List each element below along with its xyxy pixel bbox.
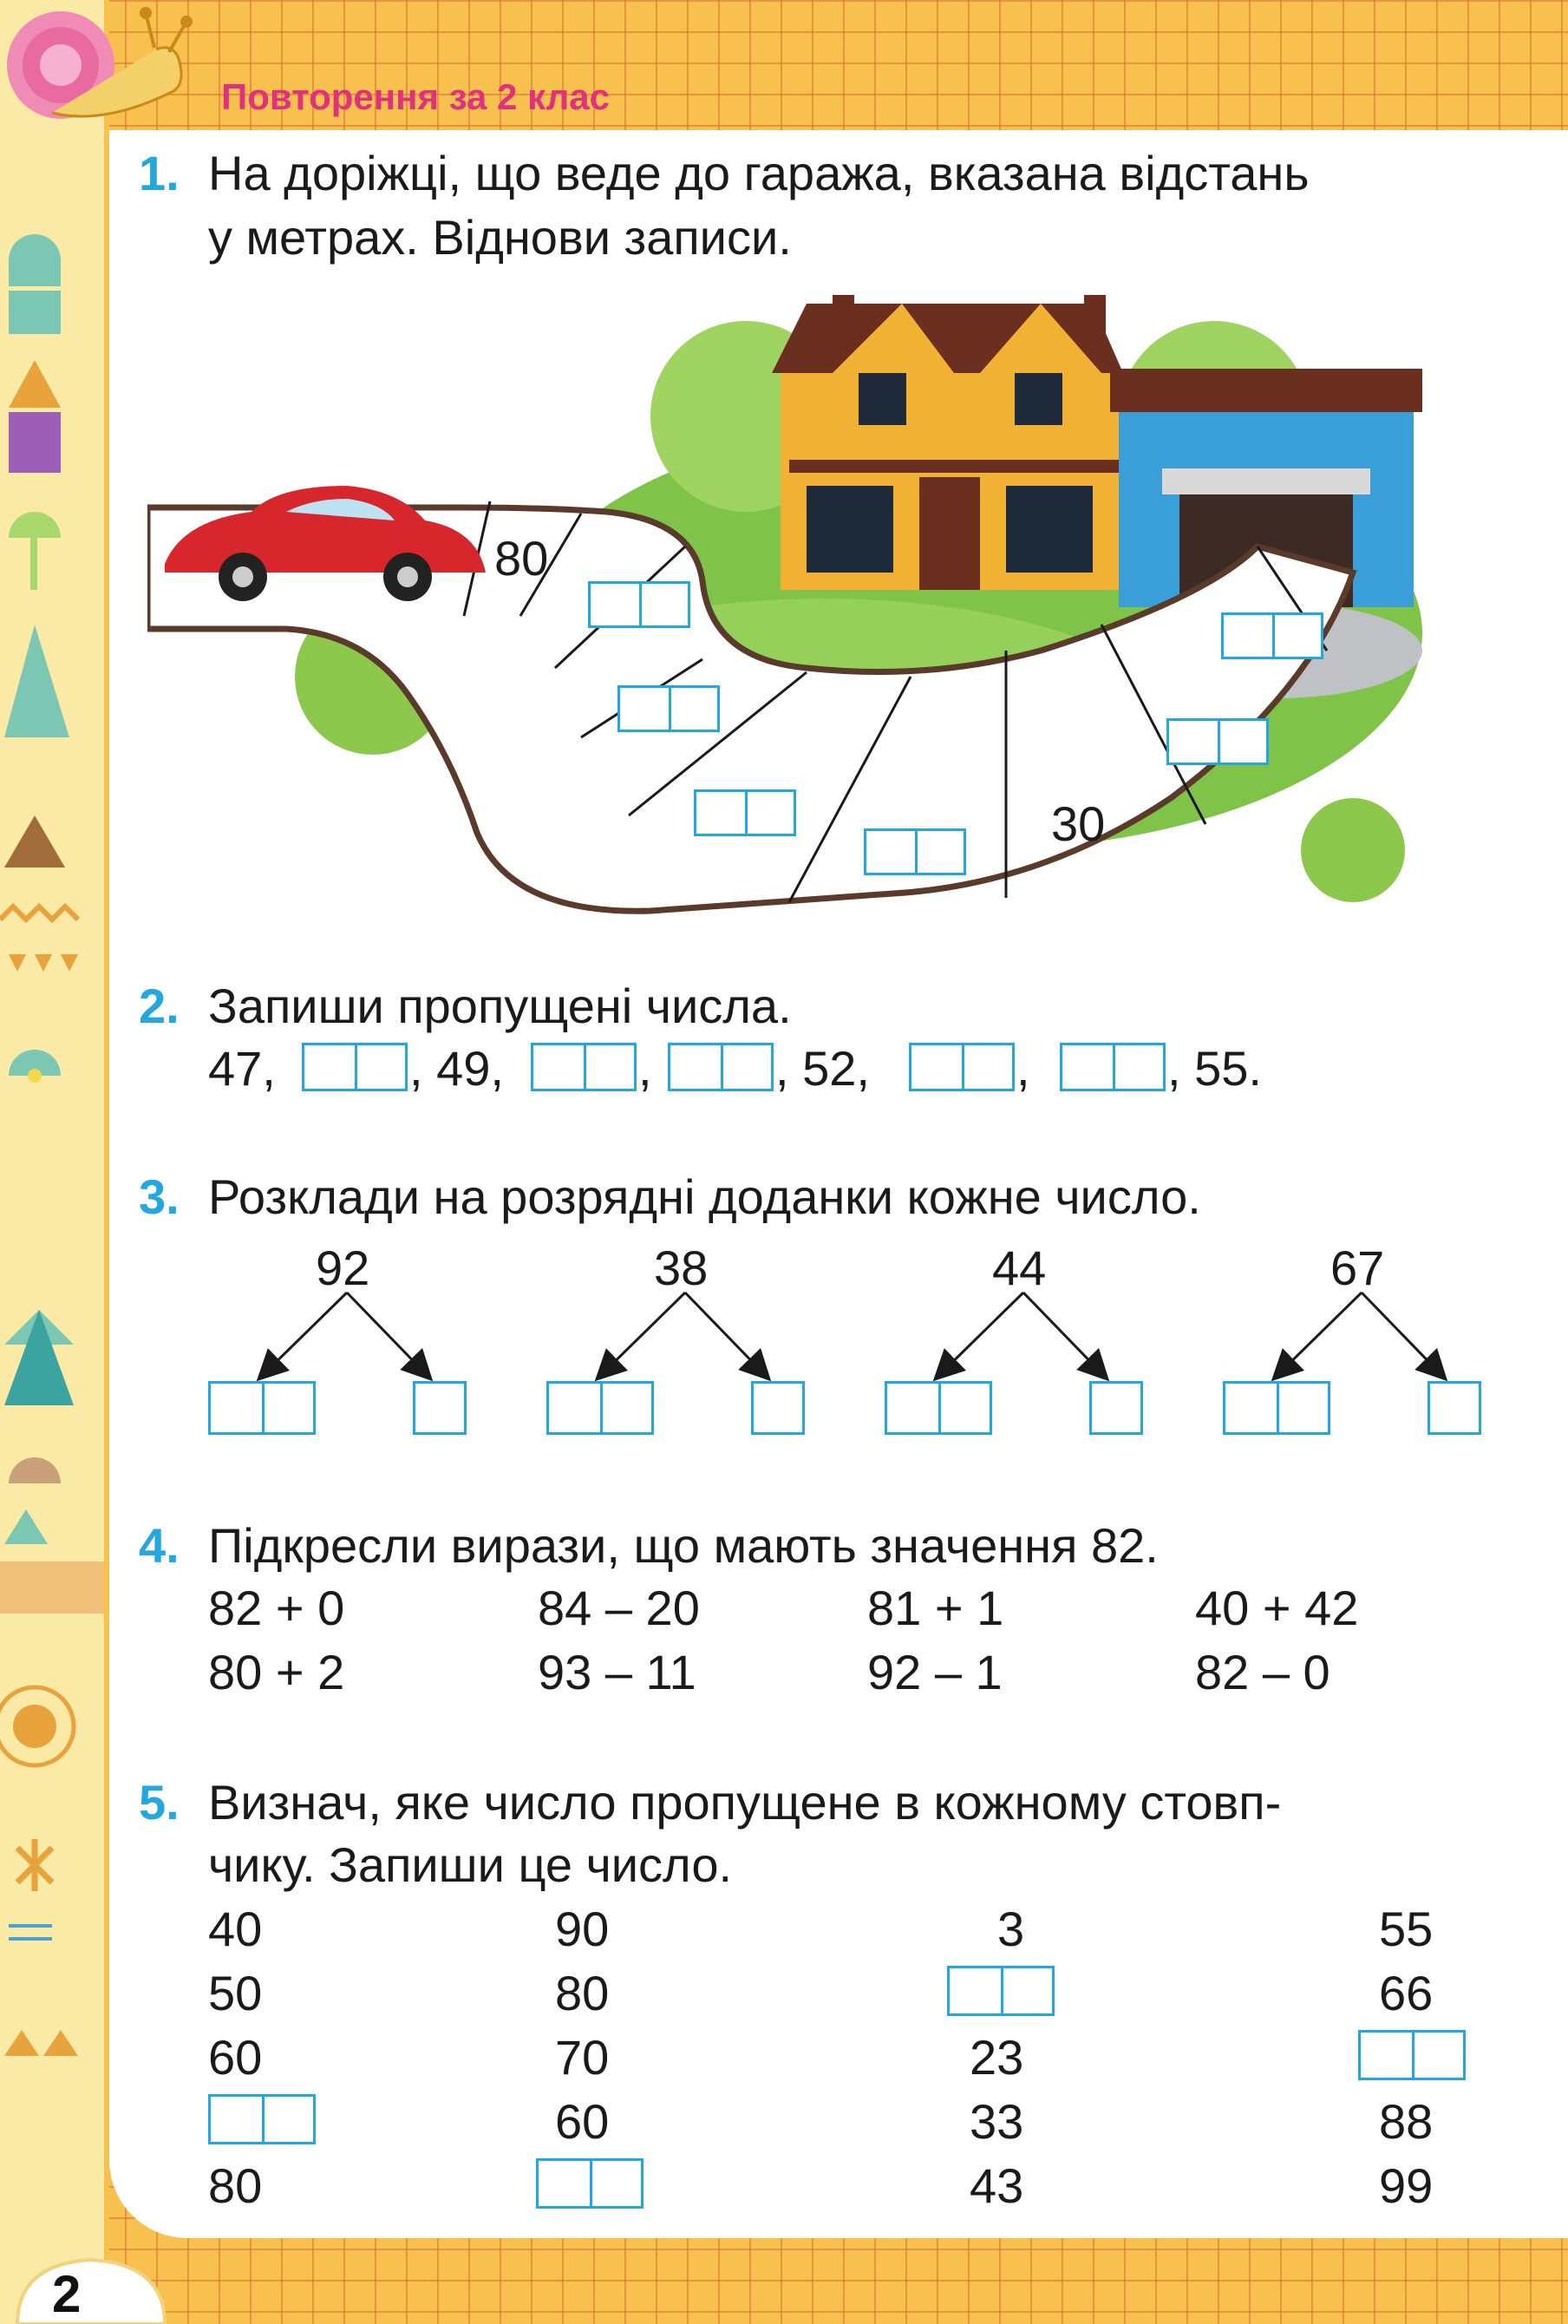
answer-box-tens-4[interactable] (1223, 1381, 1330, 1435)
task-3-text: Розклади на розрядні доданки кожне число… (208, 1169, 1201, 1224)
col1-value: 60 (208, 2030, 263, 2085)
road-value-30: 30 (1051, 796, 1106, 851)
answer-box-col3[interactable] (947, 1966, 1055, 2016)
answer-box-col2[interactable] (536, 2158, 644, 2209)
decompose-arrows (256, 1291, 1448, 1382)
decorative-shapes-icon (0, 234, 104, 2056)
col3-value: 43 (970, 2158, 1024, 2213)
answer-box-tens-1[interactable] (208, 1381, 316, 1435)
task-1-text-line2: у метрах. Віднови записи. (208, 210, 792, 265)
answer-box-units-3[interactable] (1089, 1381, 1143, 1435)
task-1-text-line1: На доріжці, що веде до гаража, вказана в… (208, 146, 1310, 200)
answer-box-tens-3[interactable] (885, 1381, 992, 1435)
expression[interactable]: 81 + 1 (867, 1581, 1004, 1635)
seq-comma-1: , (638, 1041, 652, 1096)
task-4-text: Підкресли вирази, що мають значення 82. (208, 1518, 1159, 1573)
answer-box-units-1[interactable] (413, 1381, 467, 1435)
task-5-number: 5. (139, 1775, 180, 1830)
task-4-number: 4. (139, 1518, 180, 1573)
task-1-number: 1. (139, 146, 180, 200)
col3-value: 33 (970, 2094, 1024, 2149)
expression[interactable]: 92 – 1 (867, 1645, 1003, 1699)
col4-value: 88 (1379, 2094, 1434, 2149)
col4-value: 55 (1379, 1902, 1434, 1956)
col2-value: 70 (555, 2030, 610, 2085)
answer-box-road-3[interactable] (694, 789, 796, 836)
answer-box-road-4[interactable] (864, 828, 966, 875)
answer-box-col4[interactable] (1358, 2030, 1466, 2080)
col4-value: 66 (1379, 1966, 1434, 2020)
expression[interactable]: 93 – 11 (538, 1645, 696, 1699)
answer-box-road-2[interactable] (617, 685, 720, 732)
expression[interactable]: 82 – 0 (1195, 1645, 1330, 1699)
snail-icon (7, 7, 193, 119)
answer-box-seq-2[interactable] (531, 1043, 637, 1091)
answer-box-road-6[interactable] (1221, 612, 1323, 659)
col2-value: 60 (555, 2094, 610, 2149)
col3-value: 23 (970, 2030, 1024, 2085)
expression[interactable]: 40 + 42 (1195, 1581, 1359, 1635)
answer-box-col1[interactable] (208, 2094, 316, 2144)
task-2-number: 2. (139, 979, 180, 1033)
road-value-80: 80 (494, 531, 549, 586)
decompose-number-2: 38 (654, 1241, 709, 1295)
answer-box-seq-5[interactable] (1060, 1043, 1166, 1091)
seq-52: , 52, (775, 1041, 870, 1096)
answer-box-tens-2[interactable] (546, 1381, 654, 1435)
expression[interactable]: 84 – 20 (538, 1581, 700, 1635)
col2-value: 80 (555, 1966, 610, 2020)
col1-value: 50 (208, 1966, 263, 2020)
decorative-left-strip (0, 0, 109, 2324)
answer-box-seq-4[interactable] (909, 1043, 1015, 1091)
col4-value: 99 (1379, 2158, 1434, 2213)
col3-value: 3 (997, 1902, 1025, 1956)
expression[interactable]: 80 + 2 (208, 1645, 345, 1699)
page-number: 2 (52, 2265, 82, 2323)
seq-49: , 49, (409, 1041, 504, 1096)
task-5-text-line2: чику. Запиши це число. (208, 1837, 733, 1892)
page-number-badge-icon (15, 2257, 167, 2324)
task-2-text: Запиши пропущені числа. (208, 979, 792, 1033)
seq-47: 47, (208, 1041, 276, 1096)
seq-55: , 55. (1167, 1041, 1262, 1096)
section-title: Повторення за 2 клас (221, 76, 611, 117)
task-5-text-line1: Визнач, яке число пропущене в кожному ст… (208, 1775, 1282, 1830)
col1-value: 80 (208, 2158, 263, 2213)
decompose-number-4: 67 (1330, 1241, 1385, 1295)
answer-box-road-1[interactable] (588, 581, 690, 628)
expression[interactable]: 82 + 0 (208, 1581, 345, 1635)
seq-comma-2: , (1016, 1041, 1030, 1096)
answer-box-units-2[interactable] (751, 1381, 805, 1435)
answer-box-seq-3[interactable] (668, 1043, 774, 1091)
answer-box-road-5[interactable] (1166, 718, 1269, 765)
road-house-illustration (147, 295, 1422, 914)
answer-box-seq-1[interactable] (302, 1043, 408, 1091)
col1-value: 40 (208, 1902, 263, 1956)
col2-value: 90 (555, 1902, 610, 1956)
decompose-number-3: 44 (992, 1241, 1047, 1295)
decompose-number-1: 92 (316, 1241, 370, 1295)
task-3-number: 3. (139, 1169, 180, 1224)
answer-box-units-4[interactable] (1428, 1381, 1481, 1435)
